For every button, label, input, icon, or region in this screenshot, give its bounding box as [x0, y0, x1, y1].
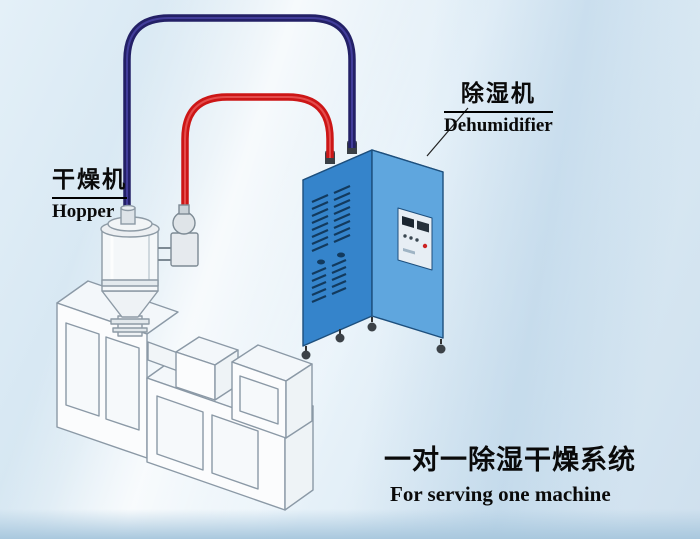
return-air-pipe-highlight	[184, 96, 331, 214]
hopper-flange-upper	[110, 318, 150, 325]
extruder-machine	[56, 280, 314, 511]
system-caption-zh: 一对一除湿干燥系统	[384, 445, 636, 475]
extruder-cabinet-door-right	[105, 336, 140, 431]
extruder-deck-panel-2	[211, 414, 259, 490]
panel-button-2	[409, 236, 413, 240]
extruder-deck-panel-1	[156, 395, 204, 471]
extruder-head-panel	[239, 375, 279, 425]
hopper-band	[101, 279, 159, 287]
hopper-label-en: Hopper	[52, 201, 115, 222]
panel-button-3	[415, 238, 419, 242]
extruder-head-side	[285, 363, 313, 439]
blower-inlet-cap	[178, 204, 190, 215]
control-panel	[397, 207, 433, 271]
hopper-label: 干燥机 Hopper	[52, 160, 127, 223]
panel-display-1	[402, 216, 414, 228]
suction-blower	[158, 204, 199, 267]
hopper-dryer	[100, 216, 160, 337]
indicator-oval-right	[337, 252, 345, 258]
indicator-oval-left	[317, 259, 325, 265]
dehumidifier-label-underline: 除湿机	[444, 74, 553, 113]
hopper-label-underline: 干燥机	[52, 160, 127, 199]
hopper-cap	[120, 204, 136, 225]
panel-button-1	[403, 234, 407, 238]
panel-indicator-red	[422, 243, 428, 249]
dehumidifier-label: 除湿机 Dehumidifier	[444, 74, 553, 137]
dehumidifier-label-en: Dehumidifier	[444, 115, 553, 136]
extruder-cabinet-door-left	[65, 322, 100, 417]
system-caption: 一对一除湿干燥系统 For serving one machine	[384, 438, 636, 507]
dry-air-pipe-highlight	[126, 17, 353, 218]
dehumidifier-front-face	[302, 149, 373, 347]
panel-display-2	[417, 220, 429, 233]
vent-slats-upper	[311, 184, 351, 253]
caster-wheels	[301, 317, 446, 360]
system-caption-en: For serving one machine	[390, 482, 611, 506]
blower-fan	[172, 211, 196, 235]
hopper-flange-lower	[112, 327, 148, 333]
vent-slats-lower	[311, 258, 347, 304]
dehumidifier-cabinet	[301, 140, 446, 360]
label-leader-line	[426, 107, 469, 157]
blower-housing	[170, 232, 199, 267]
dehumidifier-label-zh: 除湿机	[460, 80, 536, 106]
hopper-label-zh: 干燥机	[52, 166, 127, 192]
panel-slot	[403, 248, 415, 255]
